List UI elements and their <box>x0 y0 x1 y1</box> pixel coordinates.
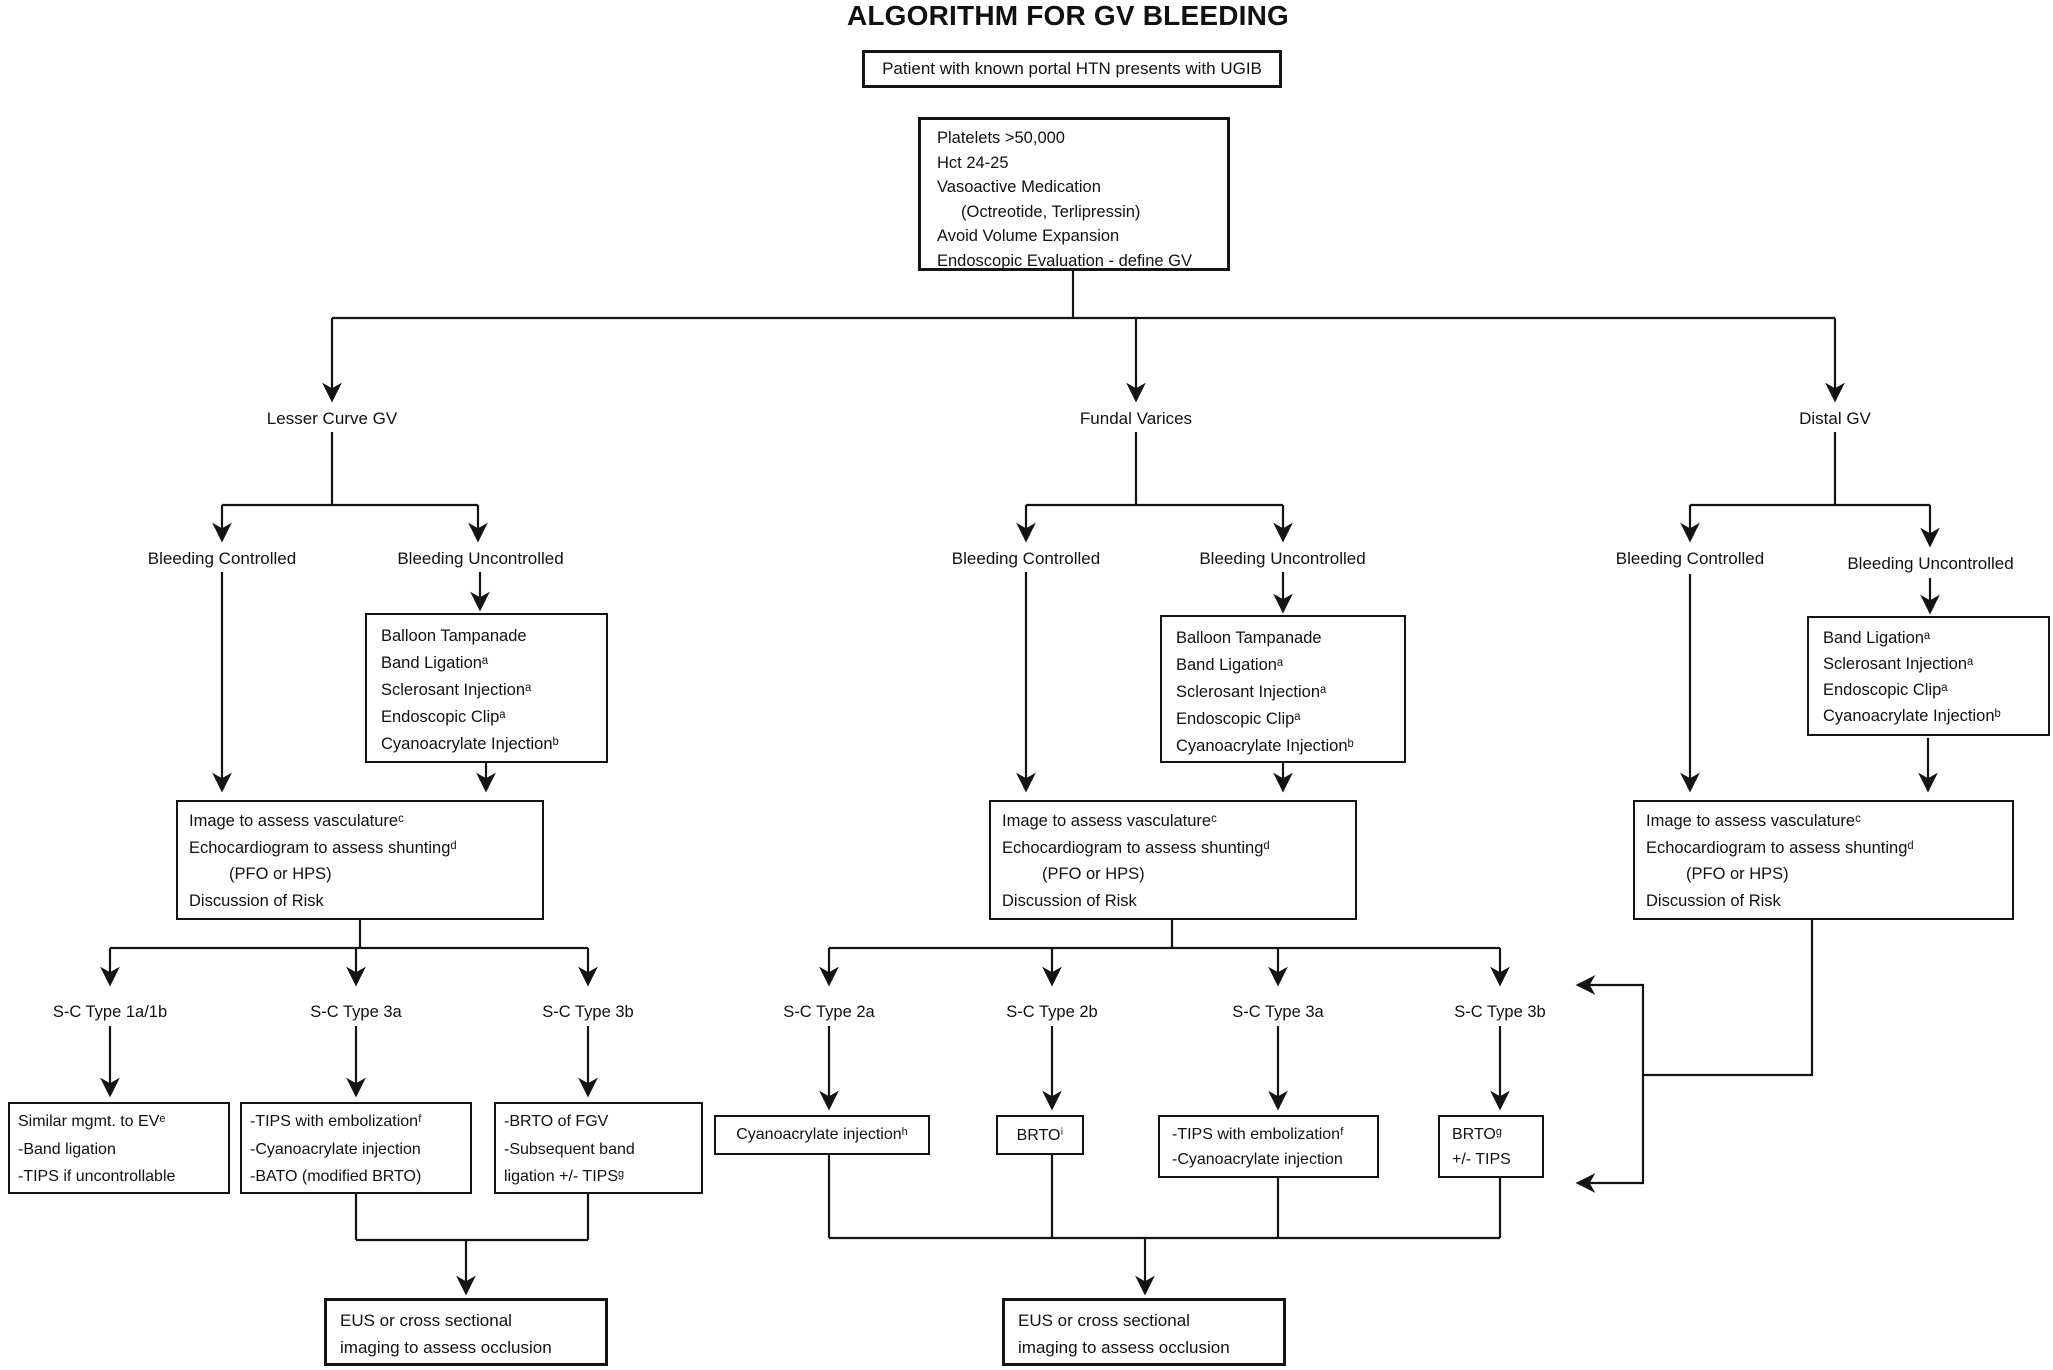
left-outcome-node-1a1b: Similar mgmt. to EVᵉ -Band ligation -TIP… <box>8 1102 230 1194</box>
start-node: Patient with known portal HTN presents w… <box>862 50 1282 88</box>
followup-line: EUS or cross sectional <box>1018 1311 1190 1330</box>
left-sc-type-3a-label: S-C Type 3a <box>310 1003 402 1021</box>
initial-line: Platelets >50,000 <box>937 129 1065 147</box>
left-sc-type-3b-label: S-C Type 3b <box>542 1003 634 1021</box>
initial-line: Endoscopic Evaluation - define GV <box>937 251 1192 270</box>
treatment-line: Sclerosant Injectionᵃ <box>1176 683 1327 701</box>
left-followup-node: EUS or cross sectional imaging to assess… <box>324 1298 608 1366</box>
followup-line: imaging to assess occlusion <box>340 1338 552 1357</box>
outcome-line: +/- TIPS <box>1452 1151 1511 1168</box>
mid-sc-type-2a-label: S-C Type 2a <box>783 1003 875 1021</box>
left-bleeding-uncontrolled-label: Bleeding Uncontrolled <box>397 549 564 568</box>
outcome-line: -Cyanoacrylate injection <box>1172 1151 1343 1168</box>
initial-management-node: Platelets >50,000 Hct 24-25 Vasoactive M… <box>918 117 1230 271</box>
outcome-line: -TIPS with embolizationᶠ <box>250 1113 422 1130</box>
right-bleeding-uncontrolled-label: Bleeding Uncontrolled <box>1847 554 2014 573</box>
treatment-line: Endoscopic Clipᵃ <box>1176 710 1301 728</box>
mid-followup-node: EUS or cross sectional imaging to assess… <box>1002 1298 1286 1366</box>
left-outcome-node-3a: -TIPS with embolizationᶠ -Cyanoacrylate … <box>240 1102 472 1194</box>
treatment-line: Band Ligationᵃ <box>381 654 489 672</box>
outcome-line: -Subsequent band <box>504 1140 635 1158</box>
assessment-line: Discussion of Risk <box>1646 891 1781 910</box>
treatment-line: Endoscopic Clipᵃ <box>1823 681 1948 699</box>
left-outcome-node-3b: -BRTO of FGV -Subsequent band ligation +… <box>494 1102 703 1194</box>
assessment-line: Discussion of Risk <box>1002 891 1137 910</box>
outcome-line: -BRTO of FGV <box>504 1113 609 1130</box>
mid-treatment-node: Balloon Tampanade Band Ligationᵃ Scleros… <box>1160 615 1406 763</box>
outcome-line: -TIPS if uncontrollable <box>18 1168 176 1185</box>
right-treatment-node: Band Ligationᵃ Sclerosant Injectionᵃ End… <box>1807 616 2050 736</box>
page-title: ALGORITHM FOR GV BLEEDING <box>846 0 1290 31</box>
outcome-line: -Band ligation <box>18 1140 116 1158</box>
arrow-right-to-sc-row <box>1575 975 1645 1075</box>
outcome-line: Similar mgmt. to EVᵉ <box>18 1113 166 1130</box>
treatment-line: Balloon Tampanade <box>1176 629 1322 647</box>
assessment-line: Echocardiogram to assess shuntingᵈ <box>189 838 457 857</box>
mid-outcome-node-3a: -TIPS with embolizationᶠ -Cyanoacrylate … <box>1158 1115 1379 1178</box>
outcome-line: BRTOⁱ <box>1016 1127 1064 1144</box>
mid-sc-type-2b-label: S-C Type 2b <box>1006 1003 1098 1021</box>
left-bleeding-controlled-label: Bleeding Controlled <box>147 549 297 568</box>
followup-line: EUS or cross sectional <box>340 1311 512 1330</box>
assessment-line: Echocardiogram to assess shuntingᵈ <box>1646 838 1914 857</box>
branch-label-lesser-curve-gv: Lesser Curve GV <box>266 409 398 428</box>
mid-outcome-node-3b: BRTOᵍ +/- TIPS <box>1438 1115 1544 1178</box>
assessment-line: Image to assess vasculatureᶜ <box>1002 812 1217 830</box>
left-assessment-node: Image to assess vasculatureᶜ Echocardiog… <box>176 800 544 920</box>
mid-outcome-node-2a: Cyanoacrylate injectionʰ <box>714 1115 930 1155</box>
outcome-line: -BATO (modified BRTO) <box>250 1168 422 1185</box>
treatment-line: Cyanoacrylate Injectionᵇ <box>1823 707 2001 725</box>
left-sc-type-1a1b-label: S-C Type 1a/1b <box>52 1003 168 1021</box>
treatment-line: Balloon Tampanade <box>381 627 527 645</box>
treatment-line: Cyanoacrylate Injectionᵇ <box>381 735 559 753</box>
arrow-right-to-outcome-row <box>1575 1075 1645 1193</box>
mid-sc-type-3a-label: S-C Type 3a <box>1232 1003 1324 1021</box>
treatment-line: Sclerosant Injectionᵃ <box>1823 655 1974 673</box>
assessment-line: (PFO or HPS) <box>229 865 332 883</box>
assessment-line: Image to assess vasculatureᶜ <box>1646 812 1861 830</box>
mid-outcome-node-2b: BRTOⁱ <box>996 1115 1084 1155</box>
left-treatment-node: Balloon Tampanade Band Ligationᵃ Scleros… <box>365 613 608 763</box>
assessment-line: (PFO or HPS) <box>1686 865 1789 883</box>
branch-label-fundal-varices: Fundal Varices <box>1079 409 1193 428</box>
mid-sc-type-3b-label: S-C Type 3b <box>1454 1003 1546 1021</box>
treatment-line: Band Ligationᵃ <box>1176 656 1284 674</box>
assessment-line: Discussion of Risk <box>189 891 324 910</box>
treatment-line: Band Ligationᵃ <box>1823 629 1931 647</box>
outcome-line: -TIPS with embolizationᶠ <box>1172 1126 1344 1143</box>
initial-line: Avoid Volume Expansion <box>937 227 1120 245</box>
treatment-line: Sclerosant Injectionᵃ <box>381 681 532 699</box>
initial-line: Hct 24-25 <box>937 153 1009 172</box>
outcome-line: Cyanoacrylate injectionʰ <box>736 1126 908 1143</box>
outcome-line: -Cyanoacrylate injection <box>250 1140 421 1158</box>
initial-line: Vasoactive Medication <box>937 178 1101 196</box>
assessment-line: Image to assess vasculatureᶜ <box>189 812 404 830</box>
outcome-line: BRTOᵍ <box>1452 1126 1502 1143</box>
assessment-line: Echocardiogram to assess shuntingᵈ <box>1002 838 1270 857</box>
start-node-text: Patient with known portal HTN presents w… <box>882 59 1262 78</box>
initial-line: (Octreotide, Terlipressin) <box>961 202 1141 221</box>
assessment-line: (PFO or HPS) <box>1042 865 1145 883</box>
mid-bleeding-uncontrolled-label: Bleeding Uncontrolled <box>1199 549 1366 568</box>
right-assessment-node: Image to assess vasculatureᶜ Echocardiog… <box>1633 800 2014 920</box>
outcome-line: ligation +/- TIPSᵍ <box>504 1168 625 1185</box>
followup-line: imaging to assess occlusion <box>1018 1338 1230 1357</box>
branch-label-distal-gv: Distal GV <box>1799 409 1871 428</box>
mid-assessment-node: Image to assess vasculatureᶜ Echocardiog… <box>989 800 1357 920</box>
treatment-line: Endoscopic Clipᵃ <box>381 708 506 726</box>
mid-bleeding-controlled-label: Bleeding Controlled <box>951 549 1101 568</box>
connector-right-return <box>1643 920 1814 1077</box>
treatment-line: Cyanoacrylate Injectionᵇ <box>1176 737 1354 755</box>
right-bleeding-controlled-label: Bleeding Controlled <box>1615 549 1765 568</box>
